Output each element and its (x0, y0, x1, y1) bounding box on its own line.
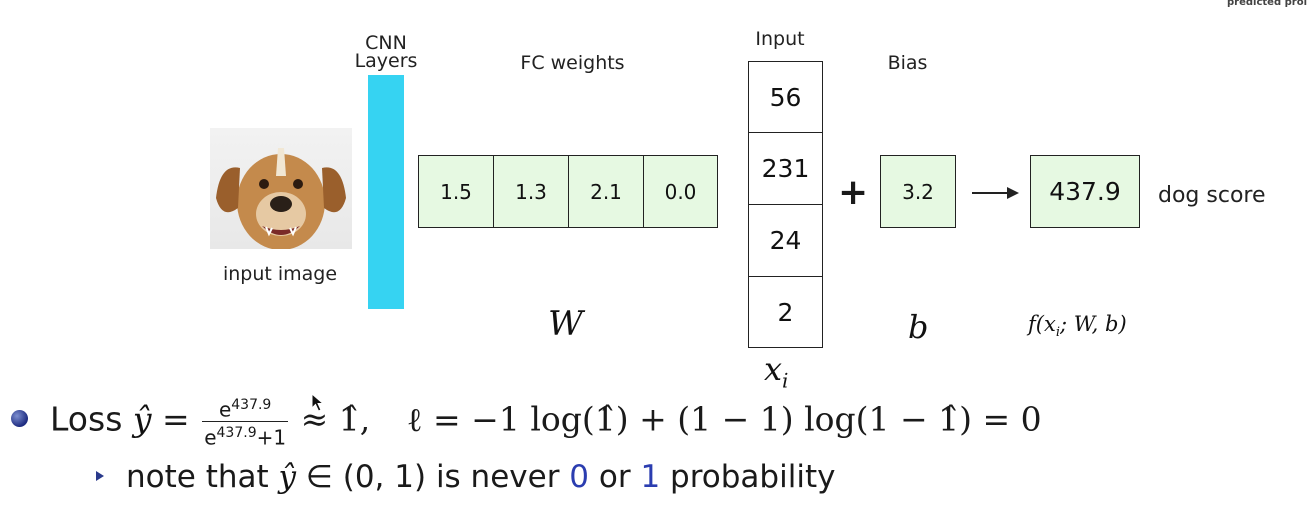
input-vector: 56 231 24 2 (748, 61, 823, 348)
input-cell: 24 (748, 204, 823, 277)
cnn-label-line1: CNN (365, 32, 407, 54)
score-cell: 437.9 (1030, 155, 1140, 228)
weight-vector: 1.5 1.3 2.1 0.0 (418, 155, 718, 228)
weight-cell: 2.1 (568, 155, 644, 228)
weight-cell: 0.0 (643, 155, 718, 228)
input-cell: 56 (748, 61, 823, 133)
cnn-label-line2: Layers (354, 50, 418, 72)
input-image-label: input image (222, 263, 338, 285)
mouse-cursor-icon (311, 393, 325, 412)
sub-bullet-icon (96, 471, 104, 481)
b-symbol: b (908, 308, 929, 346)
softmax-fraction: e437.9 e437.9+1 (202, 394, 289, 448)
x-i-symbol: xi (764, 350, 789, 393)
W-symbol: W (548, 304, 583, 344)
f-expression: f(xi; W, b) (1028, 312, 1127, 341)
arrow-head-icon (1007, 187, 1019, 199)
cnn-layers-bar (368, 75, 404, 309)
arrow-icon (972, 192, 1010, 194)
bias-label: Bias (887, 52, 928, 74)
note-line: note that ŷ ∈ (0, 1) is never 0 or 1 pro… (126, 459, 836, 495)
dog-photo (210, 128, 352, 250)
input-cell: 231 (748, 132, 823, 205)
input-label: Input (755, 28, 805, 50)
weight-cell: 1.3 (493, 155, 569, 228)
weight-cell: 1.5 (418, 155, 494, 228)
dog-score-label: dog score (1158, 183, 1266, 208)
bias-cell: 3.2 (880, 155, 956, 228)
loss-equation: Loss ŷ = e437.9 e437.9+1 ≈ 1̂, ℓ = −1 lo… (50, 394, 1042, 448)
fc-weights-label: FC weights (520, 52, 625, 74)
corner-label: predicted prol (1227, 0, 1307, 8)
plus-sign: + (838, 172, 869, 213)
bullet-dot-icon (11, 410, 28, 427)
input-cell: 2 (748, 276, 823, 348)
